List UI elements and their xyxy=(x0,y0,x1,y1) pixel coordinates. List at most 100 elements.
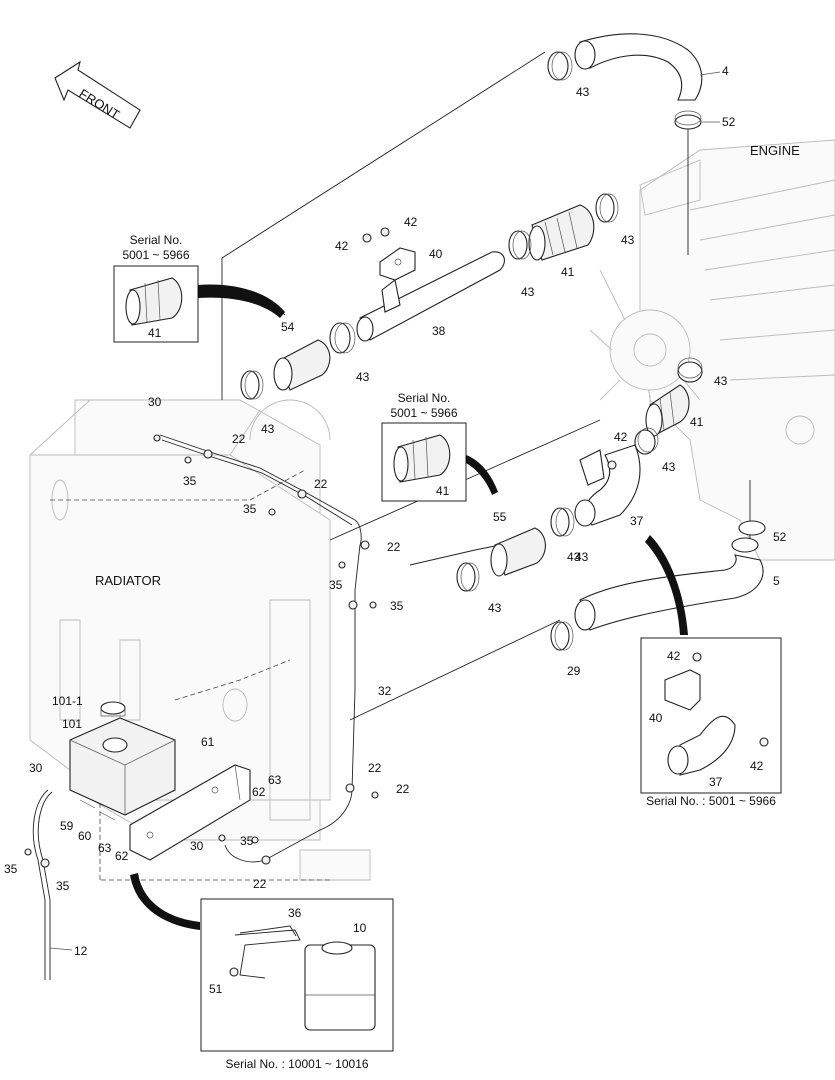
callout-42: 42 xyxy=(667,649,681,663)
serial-mid-1: Serial No. xyxy=(398,391,451,405)
callout-labels: 4 43 52 43 41 43 42 42 40 38 43 54 43 41… xyxy=(4,64,787,996)
callout-10: 10 xyxy=(353,921,367,935)
callout-22: 22 xyxy=(232,432,246,446)
callout-37: 37 xyxy=(630,514,644,528)
inset-left: Serial No. 5001 ~ 5966 xyxy=(113,233,286,343)
serial-mid-2: 5001 ~ 5966 xyxy=(390,406,457,420)
callout-101: 101 xyxy=(62,717,82,731)
radiator: RADIATOR xyxy=(29,399,371,881)
vent-pipe-32 xyxy=(153,434,379,865)
callout-43: 43 xyxy=(576,85,590,99)
clamp-43-g xyxy=(634,427,659,455)
hose-41-top xyxy=(528,204,595,261)
callout-35: 22 xyxy=(396,782,410,796)
callout-43: 43 xyxy=(714,374,728,388)
inset-bottom: Serial No. : 10001 ~ 10016 xyxy=(130,873,394,1071)
callout-41: 41 xyxy=(148,326,162,340)
hose-55 xyxy=(490,527,546,577)
pipe-38 xyxy=(356,251,505,342)
leader-lines xyxy=(221,51,751,721)
callout-61: 61 xyxy=(201,735,215,749)
bolt-42 xyxy=(362,227,390,243)
callout-40: 40 xyxy=(429,247,443,261)
callout-59: 59 xyxy=(60,819,74,833)
reservoir-tank-101 xyxy=(69,701,176,821)
callout-4: 4 xyxy=(722,64,729,78)
hose-54 xyxy=(273,339,331,391)
callout-41: 41 xyxy=(561,265,575,279)
bracket-61 xyxy=(129,764,251,861)
callout-52: 52 xyxy=(773,530,787,544)
callout-63: 63 xyxy=(268,773,282,787)
inset-mid: Serial No. 5001 ~ 5966 xyxy=(381,391,498,502)
clamp-43-f xyxy=(677,357,703,383)
callout-36: 36 xyxy=(288,906,302,920)
callout-40: 40 xyxy=(649,711,663,725)
callout-42: 42 xyxy=(404,215,418,229)
callout-38: 38 xyxy=(432,324,446,338)
callout-37: 37 xyxy=(709,775,723,789)
serial-bottom: Serial No. : 10001 ~ 10016 xyxy=(225,1057,368,1071)
bracket-40 xyxy=(379,247,416,281)
callout-30: 30 xyxy=(190,839,204,853)
callout-42: 42 xyxy=(750,759,764,773)
callout-62: 62 xyxy=(115,849,129,863)
callout-22: 22 xyxy=(387,540,401,554)
callout-51: 51 xyxy=(209,982,223,996)
hose-5 xyxy=(574,554,764,631)
engine-label: ENGINE xyxy=(750,143,800,158)
pipe-37 xyxy=(574,444,641,527)
clamp-43-b xyxy=(595,193,619,223)
callout-54: 54 xyxy=(281,320,295,334)
callout-30: 30 xyxy=(148,395,162,409)
clamp-43-d xyxy=(329,322,356,354)
callout-55: 55 xyxy=(493,510,507,524)
callout-5: 5 xyxy=(773,574,780,588)
callout-41: 41 xyxy=(436,484,450,498)
callout-22: 35 xyxy=(56,879,70,893)
inset-right: Serial No. : 5001 ~ 5966 xyxy=(640,535,782,808)
callout-42: 42 xyxy=(614,430,628,444)
serial-left-2: 5001 ~ 5966 xyxy=(122,248,189,262)
clamp-43-i xyxy=(456,562,480,592)
callout-30: 30 xyxy=(29,761,43,775)
callout-32: 32 xyxy=(378,684,392,698)
callout-43: 43 xyxy=(521,285,535,299)
callout-35: 35 xyxy=(4,862,18,876)
callout-41: 41 xyxy=(690,415,704,429)
callout-22: 22 xyxy=(253,877,267,891)
callout-35: 35 xyxy=(390,599,404,613)
callout-43: 43 xyxy=(488,601,502,615)
front-arrow: FRONT xyxy=(54,60,141,129)
clamp-52-lower xyxy=(731,520,766,553)
callout-43: 43 xyxy=(567,550,581,564)
clamp-29 xyxy=(550,621,574,651)
callout-43: 43 xyxy=(575,550,589,564)
radiator-label: RADIATOR xyxy=(95,573,161,588)
serial-right: Serial No. : 5001 ~ 5966 xyxy=(646,794,776,808)
clamp-43-c xyxy=(508,230,532,260)
callout-43: 43 xyxy=(621,233,635,247)
callout-60: 60 xyxy=(78,829,92,843)
callout-43: 43 xyxy=(356,370,370,384)
callout-43: 43 xyxy=(261,422,275,436)
clamp-52-top xyxy=(674,110,702,130)
callout-62: 62 xyxy=(252,785,266,799)
callout-22: 22 xyxy=(368,761,382,775)
clamp-43-e xyxy=(240,370,264,400)
clamp-43-h xyxy=(550,507,575,537)
callout-35: 35 xyxy=(329,578,343,592)
callout-12: 12 xyxy=(74,944,88,958)
clamp-43-top xyxy=(547,51,573,81)
hose-12 xyxy=(24,789,53,980)
callout-42: 42 xyxy=(335,239,349,253)
callout-101-1: 101-1 xyxy=(52,694,83,708)
serial-left-1: Serial No. xyxy=(130,233,183,247)
callout-29: 29 xyxy=(567,664,581,678)
callout-63: 63 xyxy=(98,841,112,855)
callout-43: 43 xyxy=(662,460,676,474)
callout-22: 22 xyxy=(314,477,328,491)
callout-35: 35 xyxy=(183,474,197,488)
